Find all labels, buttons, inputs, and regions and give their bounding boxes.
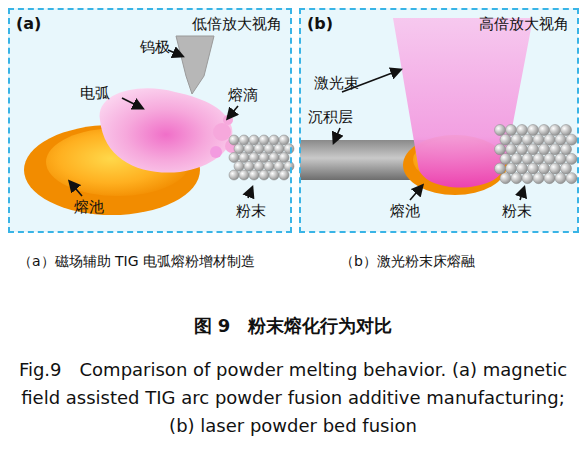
powder-particle <box>555 153 566 164</box>
part-label: 电弧 <box>80 84 110 103</box>
powder-particle <box>544 134 555 145</box>
powder-particle <box>229 153 239 163</box>
powder-particle <box>274 144 284 154</box>
powder-particle <box>517 144 528 155</box>
powder-particle <box>229 135 239 145</box>
powder-particle <box>279 170 289 180</box>
caption: 图 9 粉末熔化行为对比 <box>0 314 586 338</box>
subcaption: （b）激光粉末床熔融 <box>340 253 475 271</box>
powder-particle <box>239 170 249 180</box>
powder-particle <box>539 144 550 155</box>
powder-particle <box>495 144 506 155</box>
powder-particle <box>566 153 577 164</box>
caption-english: Fig.9 Comparison of powder melting behav… <box>8 356 578 440</box>
powder-particle <box>528 163 539 174</box>
powder-particle <box>264 144 274 154</box>
powder-particle <box>561 163 572 174</box>
powder-particle <box>249 153 259 163</box>
powder-particle <box>259 170 269 180</box>
powder-particle <box>555 173 566 184</box>
powder-particle <box>528 125 539 136</box>
part-label: 粉末 <box>502 202 532 221</box>
part-label: 熔池 <box>390 202 420 221</box>
powder-particle <box>528 144 539 155</box>
powder-particle <box>254 161 264 171</box>
powder-particle <box>539 125 550 136</box>
part-label: 熔滴 <box>228 86 258 105</box>
powder-particle <box>495 125 506 136</box>
powder-particle <box>279 135 289 145</box>
part-label: 熔池 <box>74 198 104 217</box>
powder-particle <box>533 153 544 164</box>
powder-particle <box>234 144 244 154</box>
part-label: 沉积层 <box>308 108 353 127</box>
panel-title: 低倍放大视角 <box>192 15 282 34</box>
powder-particle <box>259 135 269 145</box>
powder-particle <box>511 173 522 184</box>
powder-particle <box>550 144 561 155</box>
powder-particle <box>533 134 544 145</box>
powder-particle <box>259 153 269 163</box>
panel-letter: (b) <box>307 14 333 33</box>
powder-particle <box>500 134 511 145</box>
powder-particle <box>517 125 528 136</box>
powder-particle <box>550 125 561 136</box>
powder-particle <box>511 153 522 164</box>
panel-letter: (a) <box>16 14 41 33</box>
powder-particle <box>566 134 577 145</box>
powder-particle <box>500 173 511 184</box>
powder-particle <box>239 135 249 145</box>
powder-particle <box>244 144 254 154</box>
panel-title: 高倍放大视角 <box>479 15 569 34</box>
powder-particle <box>517 163 528 174</box>
powder-particle <box>544 153 555 164</box>
powder-particle <box>506 144 517 155</box>
powder-particle <box>269 153 279 163</box>
powder-particle <box>495 163 506 174</box>
part-label: 粉末 <box>236 202 266 221</box>
powder-particle <box>522 153 533 164</box>
powder-particle <box>279 153 289 163</box>
powder-particle <box>561 125 572 136</box>
powder-particle <box>500 153 511 164</box>
powder-particle <box>249 170 259 180</box>
powder-particle <box>234 161 244 171</box>
powder-particle <box>522 134 533 145</box>
powder-particle <box>249 135 259 145</box>
part-label: 钨极 <box>140 38 170 57</box>
part-label: 激光束 <box>314 74 359 93</box>
powder-particle <box>244 161 254 171</box>
powder-particle <box>550 163 561 174</box>
powder-particle <box>269 170 279 180</box>
powder-particle <box>284 144 294 154</box>
powder-particle <box>269 135 279 145</box>
powder-particle <box>566 173 577 184</box>
powder-particle <box>511 134 522 145</box>
powder-particle <box>506 125 517 136</box>
powder-particle <box>506 163 517 174</box>
powder-particle <box>555 134 566 145</box>
subcaption: （a）磁场辅助 TIG 电弧熔粉增材制造 <box>18 253 255 271</box>
powder-particle <box>544 173 555 184</box>
powder-particle <box>254 144 264 154</box>
powder-particle <box>522 173 533 184</box>
powder-particle <box>229 170 239 180</box>
powder-particle <box>274 161 284 171</box>
powder-particle <box>533 173 544 184</box>
powder-particle <box>264 161 274 171</box>
powder-particle <box>539 163 550 174</box>
powder-particle <box>561 144 572 155</box>
powder-particle <box>284 161 294 171</box>
powder-particle <box>239 153 249 163</box>
